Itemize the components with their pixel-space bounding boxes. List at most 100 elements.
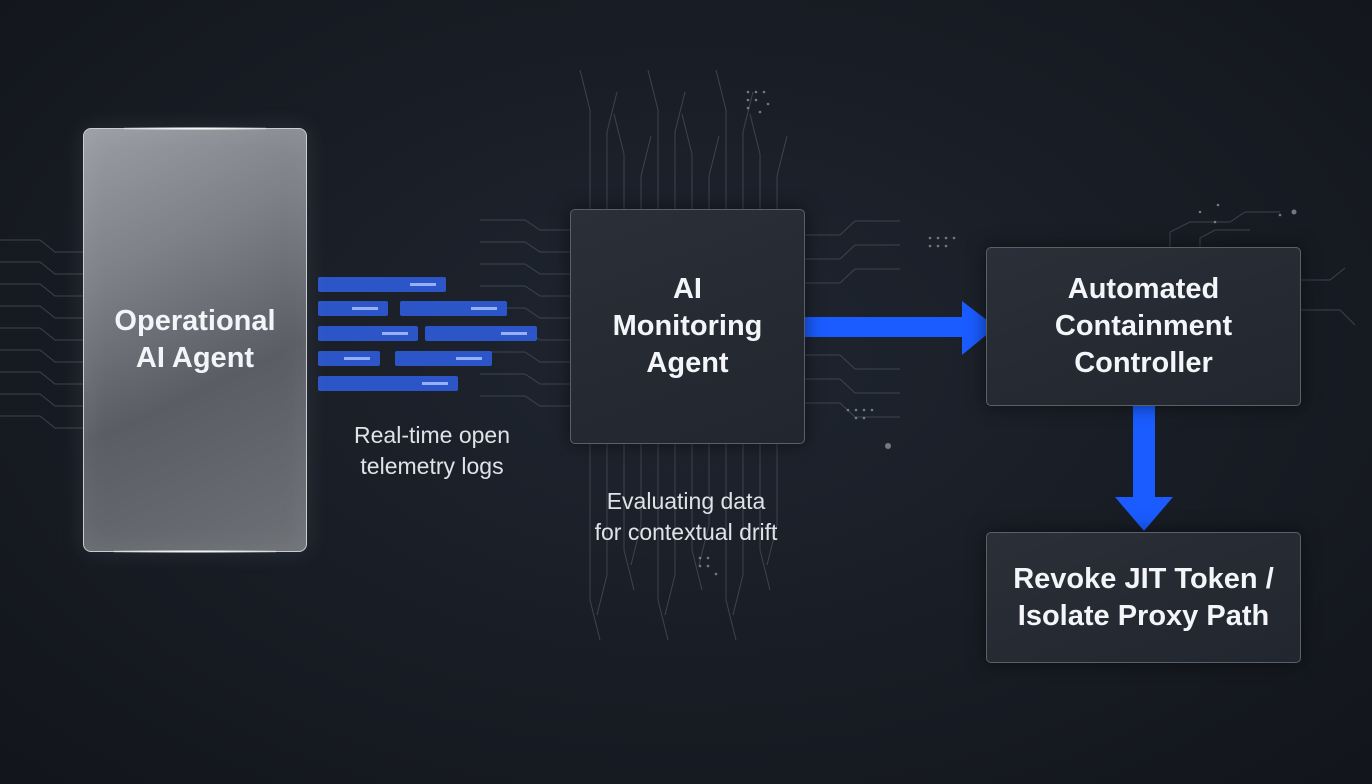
- circuit-dot: [758, 110, 762, 114]
- circuit-trace: [613, 113, 625, 209]
- circuit-trace: [803, 378, 900, 394]
- circuit-trace: [0, 415, 83, 429]
- circuit-dot: [706, 556, 710, 560]
- circuit-trace: [803, 244, 900, 260]
- circuit-dot: [714, 572, 718, 576]
- arrow-shaft: [1133, 406, 1155, 500]
- circuit-trace: [732, 442, 744, 616]
- circuit-trace: [0, 327, 83, 341]
- circuit-dot: [766, 102, 770, 106]
- telemetry-caption: Real-time open telemetry logs: [354, 422, 510, 479]
- circuit-trace: [657, 442, 669, 641]
- telemetry-log-bar: [318, 376, 458, 391]
- telemetry-log-text: [422, 382, 448, 385]
- telemetry-log-bar: [318, 277, 446, 292]
- circuit-trace: [640, 135, 652, 209]
- circuit-trace: [0, 349, 83, 363]
- circuit-trace: [803, 354, 900, 370]
- circuit-dot: [854, 408, 858, 412]
- containment-controller-node: Automated Containment Controller: [986, 247, 1301, 406]
- circuit-trace: [623, 442, 635, 591]
- circuit-trace: [664, 442, 676, 616]
- circuit-dots: [698, 90, 1297, 576]
- operational-ai-agent-label: Operational AI Agent: [114, 305, 276, 374]
- circuit-dot: [944, 236, 948, 240]
- circuit-dot: [854, 416, 858, 420]
- telemetry-log-text: [382, 332, 408, 335]
- circuit-dot: [754, 90, 758, 94]
- circuit-dot: [698, 556, 702, 560]
- circuit-trace: [725, 442, 737, 641]
- circuit-trace: [803, 268, 900, 284]
- telemetry-log-stream: [318, 277, 537, 391]
- circuit-trace: [1169, 211, 1280, 247]
- circuit-trace: [480, 373, 570, 385]
- circuit-trace: [480, 219, 570, 231]
- circuit-trace: [1299, 267, 1346, 281]
- circuit-trace: [480, 263, 570, 275]
- containment-controller-label: Automated Containment Controller: [1054, 273, 1233, 379]
- circuit-trace: [759, 442, 771, 591]
- telemetry-log-text: [352, 307, 378, 310]
- circuit-trace: [0, 261, 83, 275]
- circuit-trace: [766, 442, 778, 566]
- circuit-trace: [803, 402, 900, 418]
- circuit-dot: [746, 98, 750, 102]
- circuit-dot: [706, 564, 710, 568]
- circuit-dot: [746, 106, 750, 110]
- revoke-action-node: Revoke JIT Token / Isolate Proxy Path: [986, 532, 1301, 663]
- telemetry-log-bar: [318, 326, 418, 341]
- circuit-dot: [1213, 220, 1217, 224]
- revoke-action-label: Revoke JIT Token / Isolate Proxy Path: [1013, 562, 1274, 632]
- circuit-trace: [647, 69, 659, 209]
- circuit-dot: [698, 564, 702, 568]
- ai-monitoring-agent-node: AI Monitoring Agent: [570, 209, 805, 444]
- telemetry-log-text: [410, 283, 436, 286]
- circuit-dot: [746, 90, 750, 94]
- circuit-dot: [1291, 209, 1297, 215]
- circuit-dot: [862, 408, 866, 412]
- circuit-trace: [630, 442, 642, 566]
- circuit-trace: [606, 91, 618, 209]
- circuit-dot: [952, 236, 956, 240]
- circuit-trace: [0, 305, 83, 319]
- circuit-dot: [846, 408, 850, 412]
- arrow-controller-to-revoke: [1115, 406, 1173, 531]
- telemetry-log-bar: [425, 326, 537, 341]
- circuit-trace: [691, 442, 703, 591]
- evaluation-caption: Evaluating data for contextual drift: [594, 488, 778, 545]
- circuit-dot: [928, 244, 932, 248]
- telemetry-log-text: [344, 357, 370, 360]
- circuit-trace: [681, 113, 693, 209]
- telemetry-log-bar: [400, 301, 507, 316]
- circuit-trace: [698, 442, 710, 566]
- circuit-trace: [596, 442, 608, 616]
- telemetry-log-text: [501, 332, 527, 335]
- circuit-trace: [742, 91, 754, 209]
- circuit-dot: [870, 408, 874, 412]
- operational-ai-agent-node: Operational AI Agent: [83, 127, 307, 553]
- circuit-trace: [749, 113, 761, 209]
- circuit-trace: [0, 239, 83, 253]
- arrow-head: [962, 301, 996, 355]
- circuit-dot: [1216, 203, 1220, 207]
- circuit-trace: [480, 241, 570, 253]
- circuit-trace: [674, 91, 686, 209]
- telemetry-log-bar: [395, 351, 492, 366]
- circuit-dot: [885, 443, 891, 449]
- circuit-trace: [1299, 309, 1356, 326]
- circuit-trace: [0, 393, 83, 407]
- circuit-dot: [754, 98, 758, 102]
- circuit-dot: [1198, 210, 1202, 214]
- circuit-dot: [862, 416, 866, 420]
- telemetry-log-text: [456, 357, 482, 360]
- circuit-trace: [0, 283, 83, 297]
- arrow-head: [1115, 497, 1173, 531]
- circuit-trace: [776, 135, 788, 209]
- arrow-shaft: [805, 317, 965, 337]
- circuit-trace: [480, 285, 570, 297]
- circuit-dot: [928, 236, 932, 240]
- circuit-trace: [579, 69, 591, 209]
